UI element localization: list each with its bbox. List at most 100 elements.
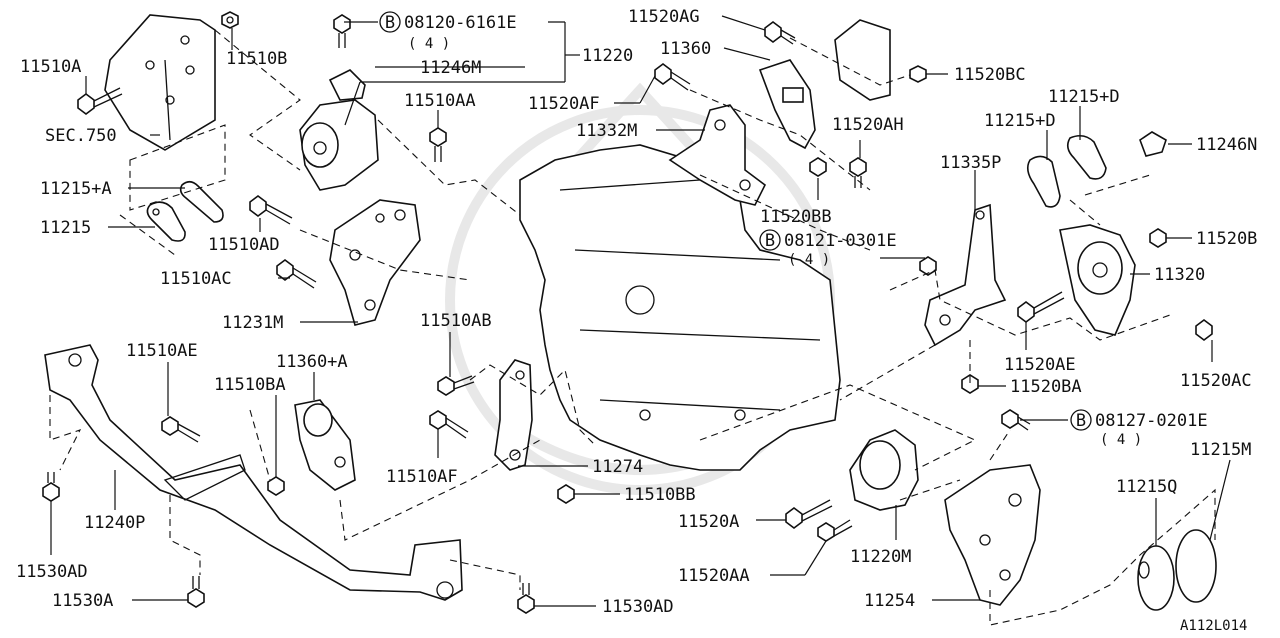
label-11520AH: 11520AH xyxy=(832,115,904,135)
spacer-11215D-a xyxy=(1026,155,1061,208)
bolt-11520AF xyxy=(654,63,691,91)
mount-11220M xyxy=(849,429,919,511)
bolt-spec-qty-1: ( 4 ) xyxy=(408,36,450,52)
label-11335P: 11335P xyxy=(940,153,1001,173)
label-11360A: 11360+A xyxy=(276,352,348,372)
stopper-11246N xyxy=(1139,131,1167,157)
label-11520AF: 11520AF xyxy=(528,94,600,114)
bolt-11510AC xyxy=(276,259,317,289)
label-11510BB: 11510BB xyxy=(624,485,696,505)
leader-lines xyxy=(50,15,1231,607)
bracket-11254 xyxy=(944,464,1041,606)
bolt-11530AD-left xyxy=(42,472,60,502)
bolt-11510AB xyxy=(437,375,475,396)
mount-11360A xyxy=(294,399,356,491)
label-11240P: 11240P xyxy=(84,513,145,533)
part-labels: 08120-6161E ( 4 ) 08121-0301E ( 4 ) 0812… xyxy=(16,7,1257,634)
spacer-11215Q xyxy=(1137,545,1175,611)
label-11520B: 11520B xyxy=(1196,229,1257,249)
label-11520A: 11520A xyxy=(678,512,739,532)
spacer-11215 xyxy=(146,201,186,242)
label-11320: 11320 xyxy=(1154,265,1205,285)
label-11510AD: 11510AD xyxy=(208,235,280,255)
bolt-spec-number-1: 08120-6161E xyxy=(404,13,517,33)
svg-text:B: B xyxy=(385,13,395,33)
label-11510A: 11510A xyxy=(20,57,81,77)
bolt-11510A xyxy=(77,87,123,115)
dashed-assembly-lines xyxy=(49,29,1216,626)
spacer-11215M xyxy=(1175,529,1217,603)
bracket-11231M xyxy=(329,199,421,326)
label-11520BA: 11520BA xyxy=(1010,377,1082,397)
label-11246M: 11246M xyxy=(420,58,481,78)
label-11510B: 11510B xyxy=(226,49,287,69)
label-11520AA: 11520AA xyxy=(678,566,750,586)
label-11274: 11274 xyxy=(592,457,643,477)
nut-11520BC xyxy=(909,65,927,83)
mount-11360 xyxy=(758,19,891,150)
label-11215Q: 11215Q xyxy=(1116,477,1177,497)
bolt-spec-number-2: 08121-0301E xyxy=(784,231,897,251)
label-11360: 11360 xyxy=(660,39,711,59)
bolt-11510AF xyxy=(429,410,469,439)
label-11510AE: 11510AE xyxy=(126,341,198,361)
label-11520AE: 11520AE xyxy=(1004,355,1076,375)
label-11530A: 11530A xyxy=(52,591,113,611)
label-11215D-a: 11215+D xyxy=(984,111,1056,131)
svg-text:B: B xyxy=(1076,411,1086,431)
bolt-spec-qty-3: ( 4 ) xyxy=(1100,432,1142,448)
bolt-11530AD-bottom xyxy=(517,583,535,614)
label-11510AA: 11510AA xyxy=(404,91,476,111)
label-11246N: 11246N xyxy=(1196,135,1257,155)
nut-11510B xyxy=(221,11,239,29)
nut-11520BA xyxy=(961,374,979,394)
label-11215D-b: 11215+D xyxy=(1048,87,1120,107)
bolt-11520AC xyxy=(1195,319,1213,341)
label-11520AC: 11520AC xyxy=(1180,371,1252,391)
mount-11320 xyxy=(1059,224,1136,336)
nut-11510BB xyxy=(557,484,575,504)
bolt-spec-number-3: 08127-0201E xyxy=(1095,411,1208,431)
label-11510BA: 11510BA xyxy=(214,375,286,395)
nut-11520BB xyxy=(809,157,827,177)
bolt-spec-badge-3: B xyxy=(1070,409,1092,431)
label-11231M: 11231M xyxy=(222,313,283,333)
bolt-11510AE xyxy=(161,416,201,443)
bolt-11510AA xyxy=(429,127,447,162)
bolt-spec-badge-1: B xyxy=(379,11,401,33)
label-11510AB: 11510AB xyxy=(420,311,492,331)
bolt-11530A xyxy=(187,576,205,608)
label-11520AG: 11520AG xyxy=(628,7,700,27)
nut-11520B xyxy=(1149,228,1167,248)
bolt-11520AH xyxy=(849,157,867,188)
spacer-11215D-b xyxy=(1066,134,1107,180)
bolt-spec-qty-2: ( 4 ) xyxy=(788,252,830,268)
label-11520BC: 11520BC xyxy=(954,65,1026,85)
label-11254: 11254 xyxy=(864,591,915,611)
label-11220M: 11220M xyxy=(850,547,911,567)
label-11530AD-left: 11530AD xyxy=(16,562,88,582)
spacer-11215A xyxy=(179,180,224,223)
label-11215M: 11215M xyxy=(1190,440,1251,460)
bracket-11335P xyxy=(924,203,1007,347)
label-11510AF: 11510AF xyxy=(386,467,458,487)
bracket-sec750 xyxy=(104,14,216,151)
label-11215: 11215 xyxy=(40,218,91,238)
label-11530AD-bottom: 11530AD xyxy=(602,597,674,617)
bolt-08120 xyxy=(333,14,351,48)
bolt-11520A xyxy=(785,499,833,529)
bolt-11520AE xyxy=(1017,291,1065,323)
bolt-11510AD xyxy=(249,195,293,225)
bracket-11274 xyxy=(494,359,533,471)
label-11220: 11220 xyxy=(582,46,633,66)
svg-text:B: B xyxy=(765,231,775,251)
label-11510AC: 11510AC xyxy=(160,269,232,289)
mount-11220 xyxy=(299,69,379,191)
bolt-11520AG xyxy=(764,21,796,45)
diagram-code: A112L014 xyxy=(1180,618,1247,634)
label-sec750: SEC.750 xyxy=(45,126,117,146)
bolt-spec-badge-2: B xyxy=(759,229,781,251)
bolt-08121 xyxy=(919,256,937,276)
label-11332M: 11332M xyxy=(576,121,637,141)
